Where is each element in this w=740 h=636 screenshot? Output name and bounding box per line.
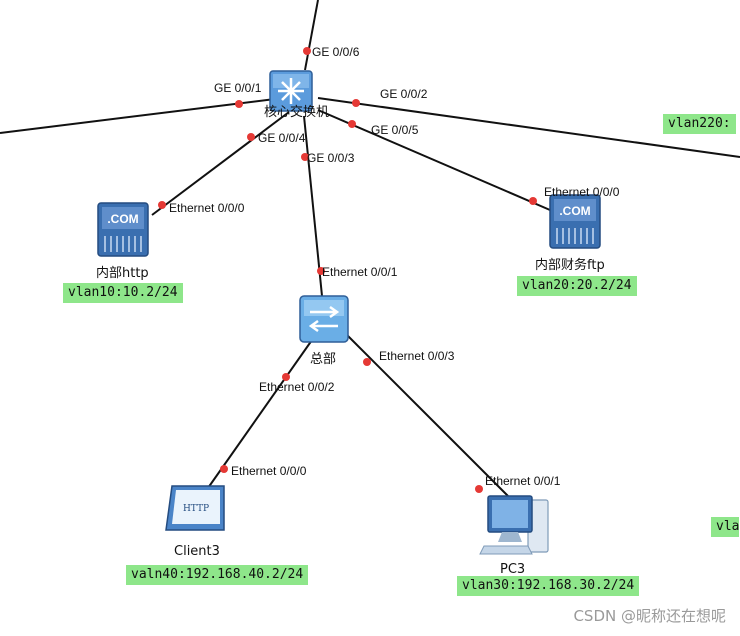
port-dot (475, 485, 483, 493)
port-dot (348, 120, 356, 128)
link-core-hq (303, 115, 323, 297)
port-label-hq-eth002: Ethernet 0/0/2 (259, 380, 335, 394)
http-server-icon-text: .COM (107, 212, 138, 226)
pc3-computer-icon[interactable] (479, 495, 549, 555)
port-dot (303, 47, 311, 55)
port-label-core-ge006: GE 0/0/6 (312, 45, 360, 59)
port-label-http-eth000: Ethernet 0/0/0 (169, 201, 245, 215)
port-dot (301, 153, 309, 161)
port-label-core-ge001: GE 0/0/1 (214, 81, 262, 95)
vlan-tag-220: vlan220: (663, 114, 736, 134)
ftp-server-icon-text: .COM (559, 204, 590, 218)
pc3-label: PC3 (500, 562, 525, 577)
port-label-core-ge002: GE 0/0/2 (380, 87, 428, 101)
port-label-ftp-eth000: Ethernet 0/0/0 (544, 185, 620, 199)
port-dot (247, 133, 255, 141)
port-dot (235, 100, 243, 108)
http-server-label: 内部http (96, 265, 149, 281)
link-core-ftp (317, 109, 551, 211)
vlan-tag-http: vlan10:10.2/24 (63, 283, 183, 303)
port-label-core-ge003: GE 0/0/3 (307, 151, 355, 165)
link-core-right (317, 97, 740, 158)
watermark: CSDN @昵称还在想呢 (573, 607, 726, 625)
port-dot (158, 201, 166, 209)
core-switch-label: 核心交换机 (264, 104, 329, 120)
hq-switch-icon[interactable] (299, 295, 349, 343)
port-dot (352, 99, 360, 107)
client3-label: Client3 (174, 544, 220, 559)
port-label-core-ge005: GE 0/0/5 (371, 123, 419, 137)
port-dot (317, 267, 325, 275)
vlan-tag-client3: valn40:192.168.40.2/24 (126, 565, 309, 585)
vlan-tag-ftp: vlan20:20.2/24 (517, 276, 637, 296)
port-dot (220, 465, 228, 473)
ftp-server-label: 内部财务ftp (535, 257, 605, 273)
port-label-hq-eth003: Ethernet 0/0/3 (379, 349, 455, 363)
port-dot (363, 358, 371, 366)
http-server-icon[interactable]: .COM (97, 202, 149, 257)
client3-http-client-icon[interactable]: HTTP (165, 485, 225, 531)
vlan-tag-pc3: vlan30:192.168.30.2/24 (457, 576, 640, 596)
hq-switch-label: 总部 (310, 352, 336, 367)
link-hq-pc3 (339, 327, 509, 497)
core-switch-icon[interactable] (269, 70, 313, 112)
port-dot (282, 373, 290, 381)
port-label-core-ge004: GE 0/0/4 (258, 131, 306, 145)
link-core-up (304, 0, 319, 71)
client3-icon-text: HTTP (183, 504, 209, 514)
link-core-http (151, 111, 290, 216)
port-dot (529, 197, 537, 205)
ftp-server-icon[interactable]: .COM (549, 194, 601, 249)
port-label-pc3-eth001: Ethernet 0/0/1 (485, 474, 561, 488)
link-hq-client3 (207, 339, 313, 489)
port-label-client3-eth000: Ethernet 0/0/0 (231, 464, 307, 478)
port-label-hq-eth001: Ethernet 0/0/1 (322, 265, 398, 279)
vlan-tag-right-edge: vla (711, 517, 740, 537)
